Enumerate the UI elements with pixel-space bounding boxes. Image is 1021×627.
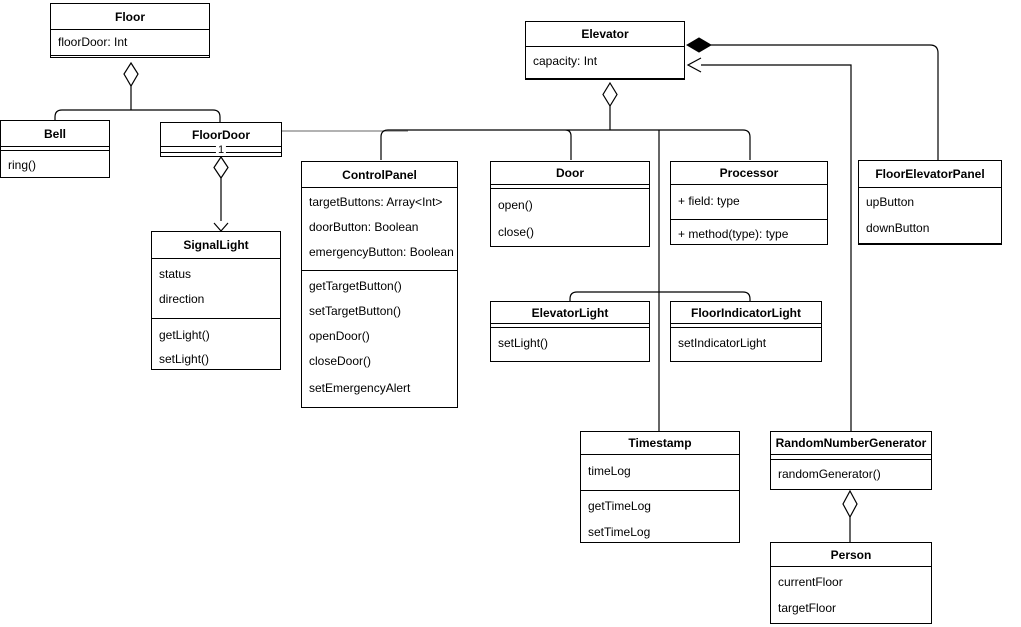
attribute: targetButtons: Array<Int> [309, 195, 443, 209]
attribute: status [159, 267, 192, 281]
class-elevatorlight[interactable]: ElevatorLight setLight() [490, 301, 650, 362]
method: + method(type): type [678, 227, 789, 241]
attribute: direction [159, 292, 205, 306]
floor-aggregation-tree-line [54, 86, 221, 122]
class-title: Timestamp [628, 436, 692, 450]
class-timestamp[interactable]: Timestamp timeLog getTimeLog setTimeLog [580, 431, 740, 543]
class-randomnumbergenerator[interactable]: RandomNumberGenerator randomGenerator() [770, 431, 932, 490]
attribute: floorDoor: Int [58, 35, 128, 49]
class-controlpanel[interactable]: ControlPanel targetButtons: Array<Int> d… [301, 161, 458, 408]
elevator-floorelevatorpanel-composition-line [711, 44, 939, 160]
class-floor[interactable]: Floor floorDoor: Int [50, 3, 210, 58]
method: setLight() [498, 336, 549, 350]
method: closeDoor() [309, 354, 372, 368]
class-title: SignalLight [183, 238, 249, 252]
method: open() [498, 198, 533, 212]
class-floorindicatorlight[interactable]: FloorIndicatorLight setIndicatorLight [670, 301, 822, 362]
class-elevator[interactable]: Elevator capacity: Int [525, 21, 685, 80]
aggregation-diamond-icon [213, 155, 229, 180]
composition-diamond-icon [686, 37, 712, 53]
method: randomGenerator() [778, 467, 881, 481]
class-title: ControlPanel [342, 167, 417, 182]
attribute: emergencyButton: Boolean [309, 245, 454, 259]
method: setEmergencyAlert [309, 381, 411, 395]
method: openDoor() [309, 329, 370, 343]
method: setTargetButton() [309, 304, 402, 318]
empty-attributes-compartment [491, 184, 649, 188]
attribute: upButton [866, 195, 915, 209]
empty-methods-compartment [859, 243, 1001, 244]
class-signallight[interactable]: SignalLight status direction getLight() … [151, 231, 281, 370]
class-title: Person [830, 547, 872, 562]
empty-methods-compartment [526, 78, 684, 79]
attribute: + field: type [678, 194, 740, 208]
class-title: ElevatorLight [531, 305, 609, 320]
class-title: Floor [115, 9, 145, 24]
aggregation-diamond-icon [123, 61, 139, 88]
class-floordoor[interactable]: FloorDoor 1 [160, 122, 282, 157]
method: setIndicatorLight [678, 336, 767, 350]
aggregation-diamond-icon [842, 489, 858, 519]
attribute: doorButton: Boolean [309, 220, 419, 234]
class-title: FloorElevatorPanel [875, 167, 985, 181]
method: close() [498, 225, 535, 239]
method: setLight() [159, 352, 210, 366]
class-title: FloorDoor [192, 127, 250, 142]
method: ring() [8, 158, 37, 172]
open-arrowhead-icon [213, 222, 229, 232]
method: getLight() [159, 328, 210, 342]
attribute: timeLog [588, 464, 631, 478]
class-title: Processor [719, 166, 779, 180]
class-title: Door [556, 166, 584, 180]
empty-attributes-compartment [491, 323, 649, 327]
method: setTimeLog [588, 525, 651, 539]
class-processor[interactable]: Processor + field: type + method(type): … [670, 161, 828, 245]
method: getTimeLog [588, 499, 651, 513]
randomnumbergenerator-elevator-line [701, 64, 852, 431]
attribute: capacity: Int [533, 54, 598, 68]
class-door[interactable]: Door open() close() [490, 161, 650, 247]
class-title: Elevator [581, 27, 629, 41]
empty-attributes-compartment [1, 146, 109, 150]
class-floorelevatorpanel[interactable]: FloorElevatorPanel upButton downButton [858, 160, 1002, 245]
class-title: FloorIndicatorLight [691, 305, 801, 320]
open-arrowhead-icon [686, 57, 702, 73]
aggregation-diamond-icon [602, 81, 618, 108]
method: getTargetButton() [309, 279, 402, 293]
attribute: currentFloor [778, 575, 843, 589]
empty-methods-compartment [51, 55, 209, 57]
empty-attributes-compartment [771, 454, 931, 459]
class-person[interactable]: Person currentFloor targetFloor [770, 542, 932, 624]
class-title: Bell [43, 126, 66, 141]
empty-attributes-compartment [671, 323, 821, 327]
class-title: RandomNumberGenerator [775, 436, 927, 450]
empty-methods-compartment [771, 623, 931, 624]
attribute: targetFloor [778, 601, 837, 615]
attribute: downButton [866, 221, 930, 235]
class-bell[interactable]: Bell ring() [0, 120, 110, 178]
multiplicity-label: 1 [215, 144, 227, 156]
